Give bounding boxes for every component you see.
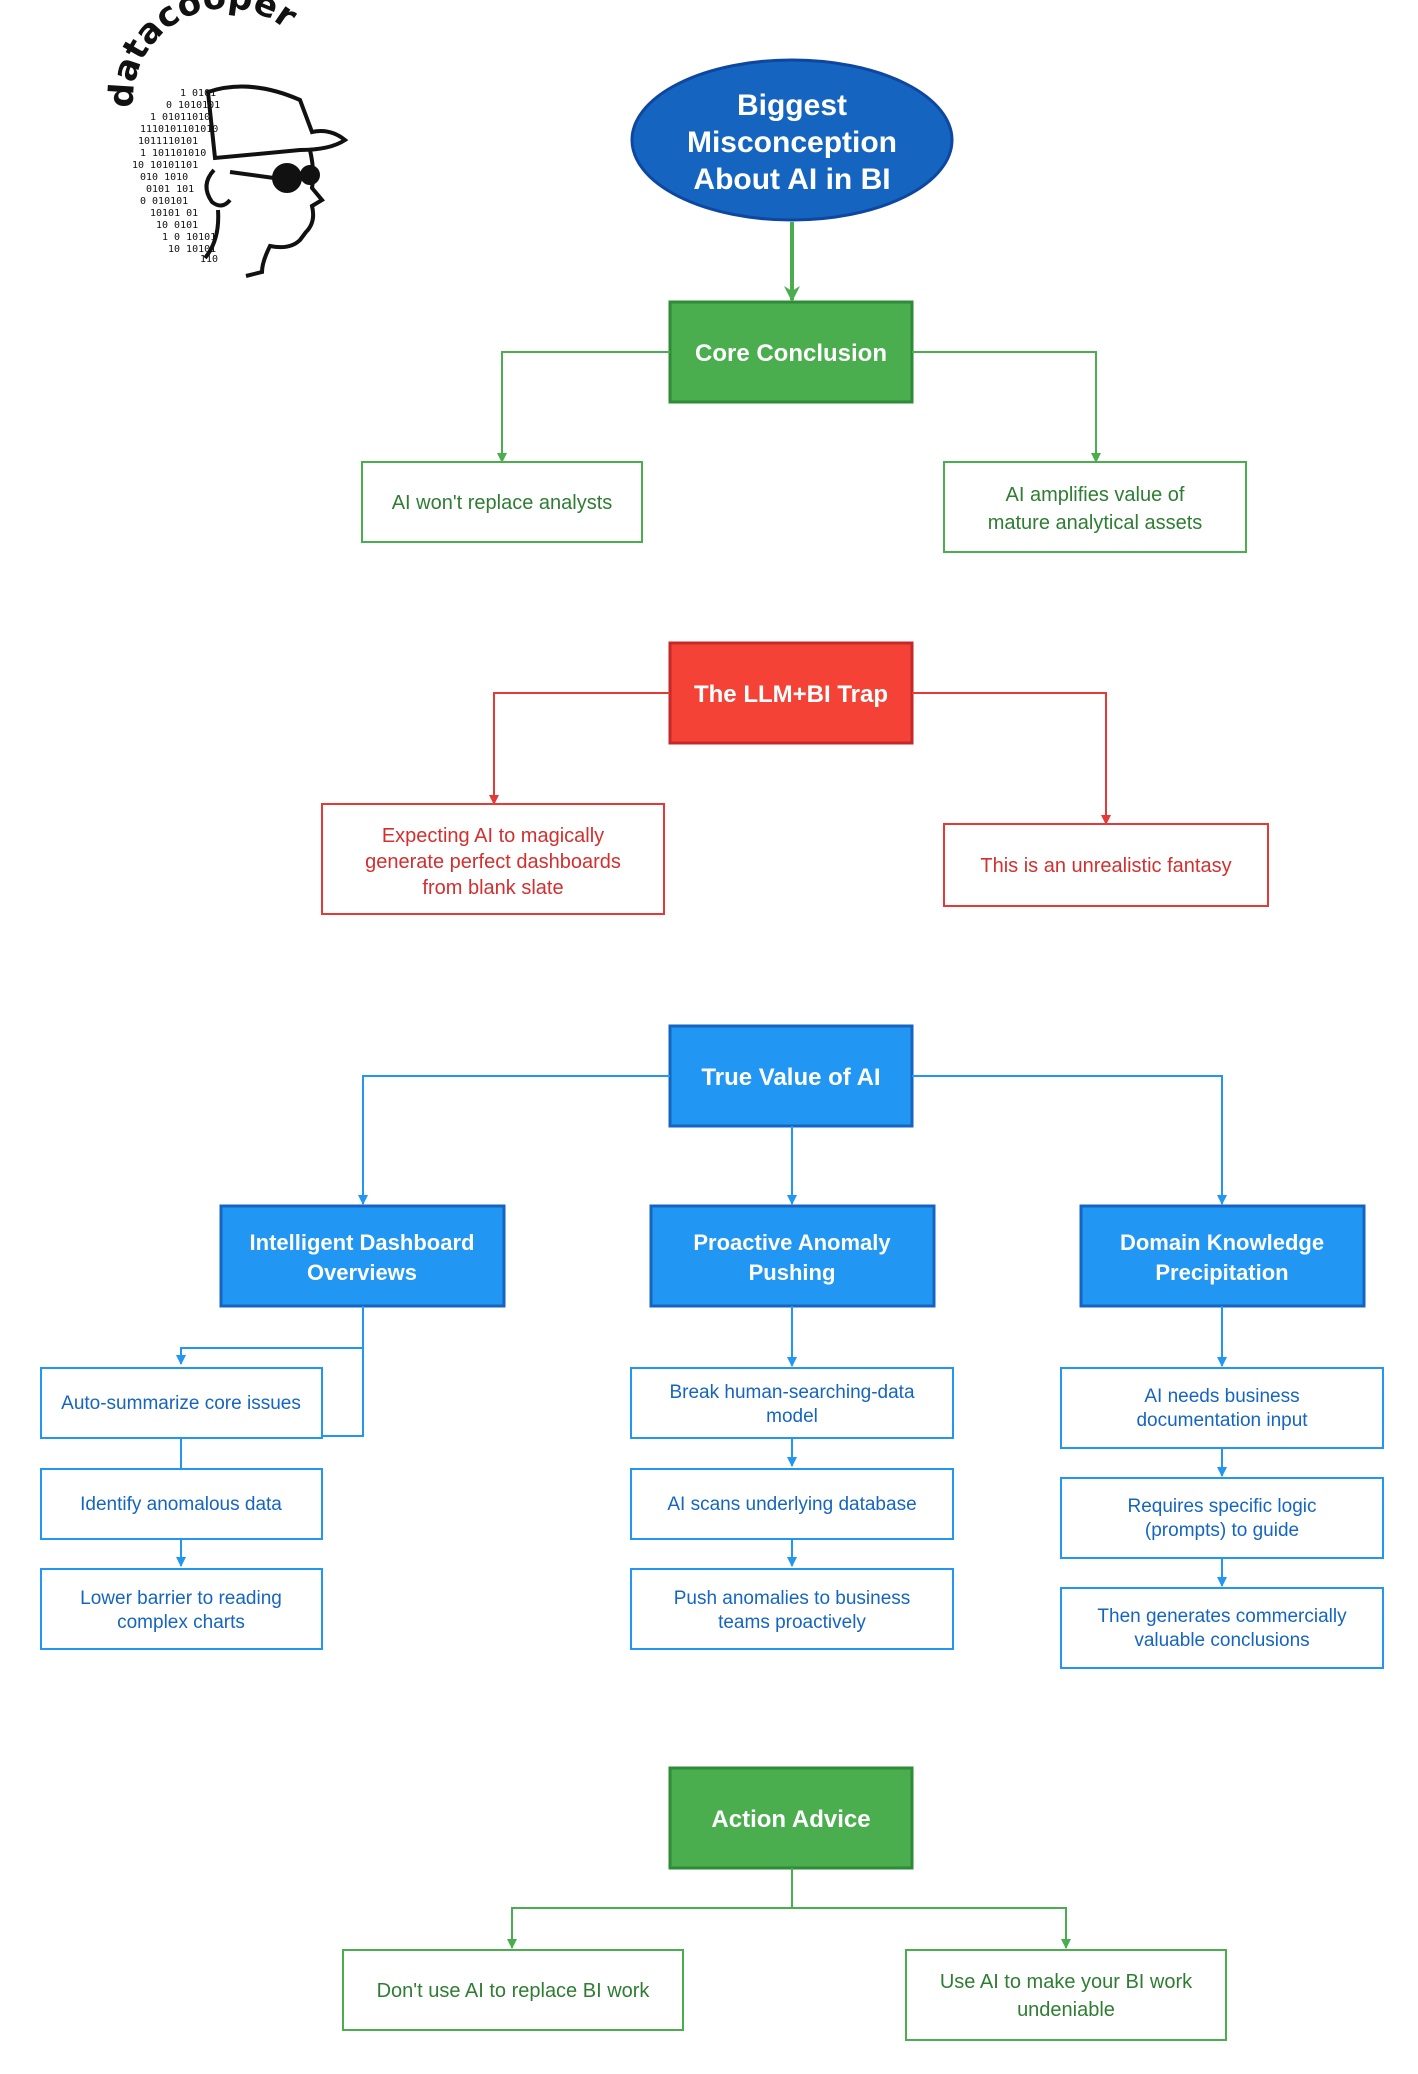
trap-left-box: Expecting AI to magically generate perfe… <box>321 803 665 915</box>
action-right-box: Use AI to make your BI work undeniable <box>905 1949 1227 2041</box>
branch-3-item-3-line-2: valuable conclusions <box>1134 1630 1309 1651</box>
action-advice-node: Action Advice <box>668 1766 914 1870</box>
branch-1-item-1: Auto-summarize core issues <box>40 1367 323 1439</box>
action-advice-label: Action Advice <box>711 1806 870 1833</box>
branch-3-title-line-1: Domain Knowledge <box>1120 1230 1324 1255</box>
svg-text:10101 01: 10101 01 <box>150 208 198 219</box>
true-value-label: True Value of AI <box>701 1064 880 1091</box>
branch-1-item-3-line-1: Lower barrier to reading <box>80 1588 282 1609</box>
branch-2-title-line-2: Pushing <box>749 1260 836 1285</box>
svg-text:10 0101: 10 0101 <box>156 220 198 231</box>
svg-text:10 10101: 10 10101 <box>168 244 216 255</box>
branch-3-item-3: Then generates commercially valuable con… <box>1060 1587 1384 1669</box>
true-value-node: True Value of AI <box>668 1024 914 1128</box>
branch-3-item-1: AI needs business documentation input <box>1060 1367 1384 1449</box>
core-left-box: AI won't replace analysts <box>361 461 643 543</box>
branch-2-item-3: Push anomalies to business teams proacti… <box>630 1568 954 1650</box>
branch-3-title-line-2: Precipitation <box>1155 1260 1288 1285</box>
branch-2-item-1-line-2: model <box>766 1406 818 1427</box>
branch-1-item-2-line-1: Identify anomalous data <box>80 1494 282 1515</box>
branch-2-item-3-line-1: Push anomalies to business <box>674 1588 911 1609</box>
branch-2-item-2: AI scans underlying database <box>630 1468 954 1540</box>
core-to-right-arrow <box>912 351 1101 463</box>
branch-1-item-1-line-1: Auto-summarize core issues <box>61 1393 301 1414</box>
branch-2-title-line-1: Proactive Anomaly <box>693 1230 891 1255</box>
branch-1-node: Intelligent Dashboard Overviews <box>219 1204 506 1308</box>
svg-text:10 10101101: 10 10101101 <box>132 160 198 171</box>
svg-text:010 1010: 010 1010 <box>140 172 188 183</box>
action-to-left-arrow <box>507 1868 793 1949</box>
trap-label: The LLM+BI Trap <box>694 681 888 708</box>
trap-right-text: This is an unrealistic fantasy <box>980 855 1231 877</box>
svg-text:1 101101010: 1 101101010 <box>140 148 206 159</box>
branch-1-item-3-line-2: complex charts <box>117 1612 245 1633</box>
svg-text:0101 101: 0101 101 <box>146 184 194 195</box>
binary-digits: 1 0101 0 1010101 1 01011010 111010110101… <box>132 88 220 265</box>
svg-text:1011110101: 1011110101 <box>138 136 198 147</box>
core-conclusion-label: Core Conclusion <box>695 340 887 367</box>
branch-2-item-1-line-1: Break human-searching-data <box>669 1382 914 1403</box>
branch-2-item-3-line-2: teams proactively <box>718 1612 866 1633</box>
title-line-3: About AI in BI <box>693 163 890 196</box>
branch-3-item-2-line-1: Requires specific logic <box>1127 1496 1316 1517</box>
title-node: Biggest Misconception About AI in BI <box>630 58 954 222</box>
value-to-branch-1-arrow <box>358 1075 670 1205</box>
action-left-text: Don't use AI to replace BI work <box>377 1980 651 2002</box>
binary-face-icon <box>203 84 349 278</box>
trap-to-right-arrow <box>912 692 1111 825</box>
trap-right-box: This is an unrealistic fantasy <box>943 823 1269 907</box>
action-right-line-2: undeniable <box>1017 1999 1115 2021</box>
branch-1-title-line-2: Overviews <box>307 1260 417 1285</box>
branch-3-item-2-line-2: (prompts) to guide <box>1145 1520 1299 1541</box>
branch-1-item-3: Lower barrier to reading complex charts <box>40 1568 323 1650</box>
trap-node: The LLM+BI Trap <box>668 641 914 745</box>
title-line-2: Misconception <box>687 126 897 159</box>
branch-3-item-2: Requires specific logic (prompts) to gui… <box>1060 1477 1384 1559</box>
trap-to-left-arrow <box>489 692 670 805</box>
branch-2-node: Proactive Anomaly Pushing <box>649 1204 936 1308</box>
trap-left-line-3: from blank slate <box>422 877 563 899</box>
trap-left-line-1: Expecting AI to magically <box>382 825 604 847</box>
core-right-box: AI amplifies value of mature analytical … <box>943 461 1247 553</box>
core-left-text: AI won't replace analysts <box>392 492 613 514</box>
branch-1-item-2: Identify anomalous data <box>40 1468 323 1540</box>
action-left-box: Don't use AI to replace BI work <box>342 1949 684 2031</box>
branch-3-item-3-line-1: Then generates commercially <box>1097 1606 1347 1627</box>
action-right-line-1: Use AI to make your BI work <box>940 1971 1193 1993</box>
trap-left-line-2: generate perfect dashboards <box>365 851 621 873</box>
core-conclusion-node: Core Conclusion <box>668 300 914 404</box>
datacooper-logo: datacooper 1 0101 0 1010101 1 01011010 1… <box>101 0 349 278</box>
svg-text:0 1010101: 0 1010101 <box>166 100 220 111</box>
branch-3-item-1-line-1: AI needs business <box>1144 1386 1299 1407</box>
branch-1-title-line-1: Intelligent Dashboard <box>250 1230 475 1255</box>
core-to-left-arrow <box>497 351 670 463</box>
action-to-right-arrow <box>791 1868 1071 1949</box>
svg-text:1110101101010: 1110101101010 <box>140 124 218 135</box>
core-right-line-1: AI amplifies value of <box>1006 484 1185 506</box>
svg-text:1 0 10101: 1 0 10101 <box>162 232 216 243</box>
branch-3-item-1-line-2: documentation input <box>1136 1410 1308 1431</box>
svg-text:1 01011010: 1 01011010 <box>150 112 210 123</box>
value-to-branch-3-arrow <box>912 1075 1227 1205</box>
branch-2-item-2-line-1: AI scans underlying database <box>667 1494 916 1515</box>
branch-3-node: Domain Knowledge Precipitation <box>1079 1204 1366 1308</box>
svg-text:1 0101: 1 0101 <box>180 88 216 99</box>
title-line-1: Biggest <box>737 89 847 122</box>
svg-text:0 010101: 0 010101 <box>140 196 188 207</box>
core-right-line-2: mature analytical assets <box>988 512 1203 534</box>
branch-2-item-1: Break human-searching-data model <box>630 1367 954 1439</box>
svg-text:110: 110 <box>200 254 218 265</box>
